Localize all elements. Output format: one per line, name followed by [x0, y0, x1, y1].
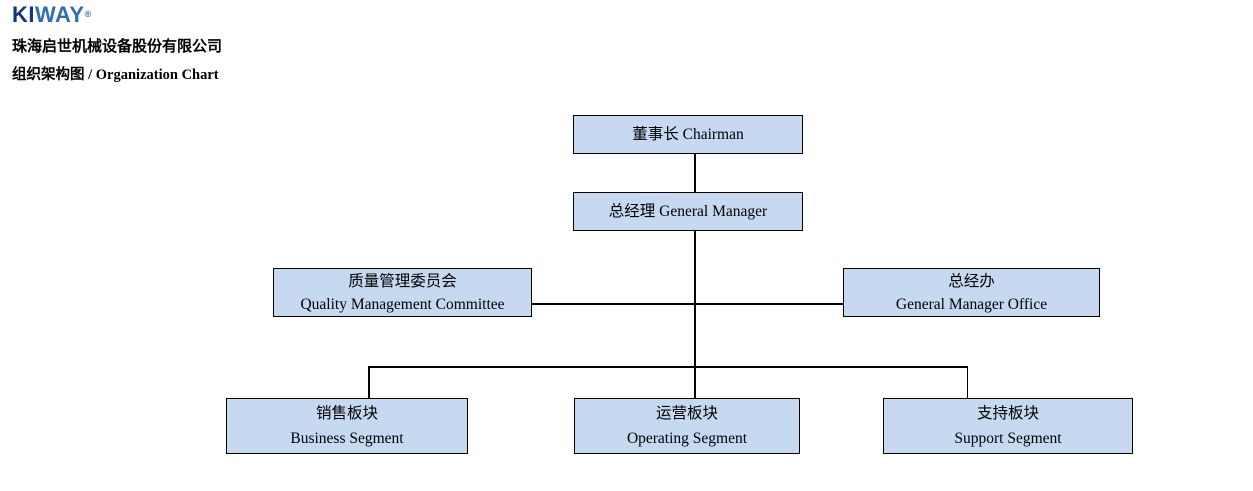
org-node-label-cn: 运营板块: [655, 405, 718, 422]
connector-committee-office-horizontal: [532, 303, 843, 305]
org-node-label-en: Support Segment: [954, 430, 1062, 447]
org-node-general-manager: 总经理 General Manager: [573, 192, 803, 231]
org-node-support-segment: 支持板块 Support Segment: [883, 398, 1133, 454]
connector-drop-support: [966, 366, 968, 398]
org-node-label-en: Operating Segment: [626, 430, 748, 447]
connector-segments-horizontal: [368, 366, 968, 368]
connector-gm-trunk: [694, 231, 696, 398]
org-node-business-segment: 销售板块 Business Segment: [226, 398, 468, 454]
org-node-chairman: 董事长 Chairman: [573, 115, 803, 154]
page-title: 组织架构图 / Organization Chart: [12, 67, 219, 83]
org-node-label-cn: 销售板块: [315, 405, 378, 422]
org-node-quality-management-committee: 质量管理委员会 Quality Management Committee: [273, 268, 532, 317]
org-node-label-en: Quality Management Committee: [300, 295, 505, 313]
registered-trademark-symbol: ®: [84, 9, 92, 19]
org-node-label-cn: 支持板块: [976, 405, 1039, 422]
org-node-label: 董事长 Chairman: [632, 126, 744, 143]
org-node-label: 总经理 General Manager: [608, 203, 768, 220]
logo-text-dark: KI: [12, 2, 35, 27]
logo-text-light: WAY: [35, 2, 85, 27]
org-node-label-cn: 总经办: [948, 272, 995, 290]
company-name: 珠海启世机械设备股份有限公司: [12, 39, 223, 55]
connector-chairman-to-gm: [694, 154, 696, 192]
org-node-operating-segment: 运营板块 Operating Segment: [574, 398, 800, 454]
connector-drop-business: [368, 366, 370, 398]
org-node-label-cn: 质量管理委员会: [348, 272, 457, 290]
org-node-general-manager-office: 总经办 General Manager Office: [843, 268, 1100, 317]
org-node-label-en: General Manager Office: [895, 295, 1048, 313]
org-node-label-en: Business Segment: [290, 430, 404, 447]
kiway-logo: KIWAY®: [12, 3, 92, 27]
